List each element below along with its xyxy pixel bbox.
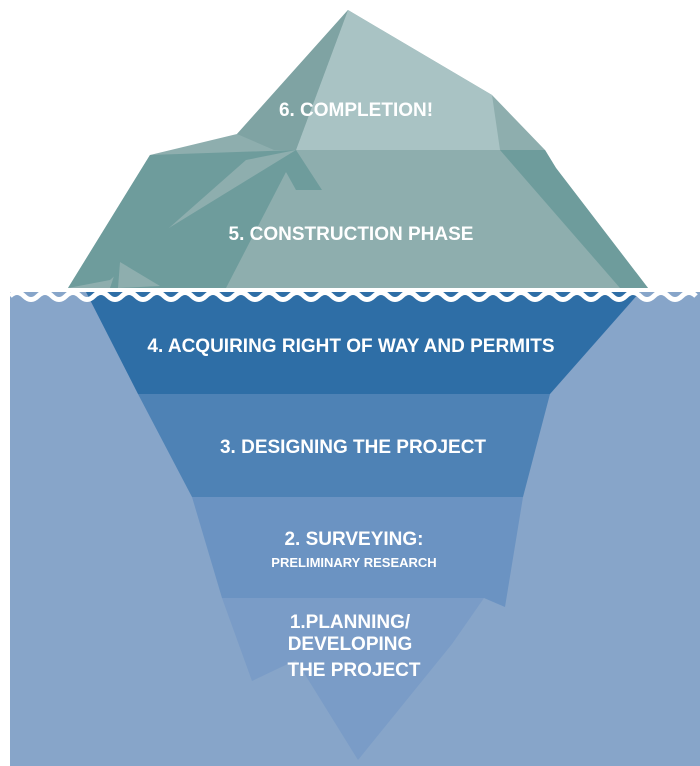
iceberg-peak-highlight (296, 10, 500, 150)
iceberg-upper-shadow (237, 10, 348, 150)
level-1-band (222, 598, 484, 760)
level-2-sublabel: PRELIMINARY RESEARCH (271, 555, 436, 570)
iceberg-shadow-right (500, 150, 648, 288)
level-5-label: 5. CONSTRUCTION PHASE (229, 224, 474, 245)
iceberg-foot-facet (118, 262, 160, 288)
iceberg-shadow-left (68, 150, 296, 288)
level-1-label-line-3: THE PROJECT (287, 660, 420, 681)
level-2-band (192, 497, 523, 607)
level-3-label: 3. DESIGNING THE PROJECT (220, 437, 486, 458)
level-4-label: 4. ACQUIRING RIGHT OF WAY AND PERMITS (147, 336, 554, 357)
waterline (8, 290, 698, 302)
level-4-band (86, 292, 640, 394)
iceberg-shadow-ridge (110, 150, 322, 288)
level-2-label: 2. SURVEYING: (284, 529, 423, 550)
level-1-label-line-2: DEVELOPING (288, 634, 413, 655)
level-1-label-line-1: 1.PLANNING/ (290, 612, 411, 633)
level-6-label: 6. COMPLETION! (279, 100, 433, 121)
level-3-band (138, 394, 550, 497)
